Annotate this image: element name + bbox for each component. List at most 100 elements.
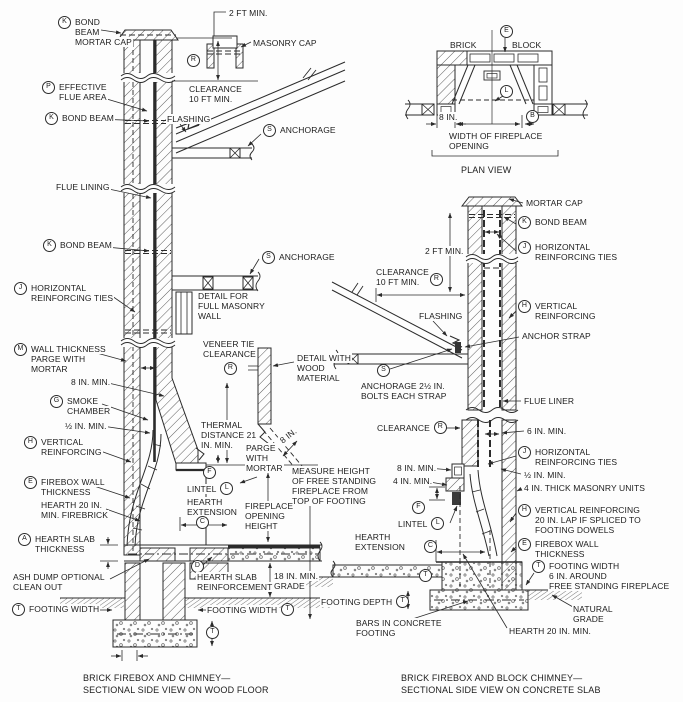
rv-2ft-min-label: 2 FT MIN.	[424, 246, 465, 256]
pv-block-text: BLOCK	[511, 40, 543, 50]
lv-hearth-20-in-text: HEARTH 20 IN.MIN. FIREBRICK	[40, 500, 110, 520]
keynote-a-badge: A	[18, 533, 31, 546]
left-view-breaks	[120, 73, 176, 348]
rv-half-in-min-label: ½ IN. MIN.	[523, 470, 567, 480]
rv-6-in-min-text: 6 IN. MIN.	[526, 426, 568, 436]
lv-footing-width-left-text: FOOTING WIDTH	[28, 604, 101, 614]
keynote-e-badge: E	[24, 476, 37, 489]
lv-18-in-min-grade-text: 18 IN. MIN.GRADE	[273, 571, 320, 591]
rv-4-in-min-label: 4 IN. MIN.	[392, 476, 434, 486]
keynote-s-badge: S	[262, 251, 275, 264]
pv-brick-text: BRICK	[449, 40, 478, 50]
lv-lintel-text: LINTEL	[186, 484, 218, 494]
keynote-c-badge: C	[424, 540, 437, 553]
rv-mortar-cap-text: MORTAR CAP	[525, 198, 584, 208]
keynote-h-badge: H	[518, 300, 531, 313]
keynote-h-badge: H	[518, 504, 531, 517]
rv-4-in-min-text: 4 IN. MIN.	[392, 476, 434, 486]
right-view-dimensions	[375, 212, 500, 610]
keynote-t-badge: T	[206, 626, 219, 639]
keynote-h-badge: H	[24, 436, 37, 449]
rv-flue-liner-label: FLUE LINER	[523, 396, 576, 406]
lv-8-in-min-text: 8 IN. MIN.	[70, 377, 112, 387]
keynote-l-badge: L	[431, 517, 445, 530]
lv-bond-beam-upper-text: BOND BEAM	[61, 113, 115, 123]
rv-4-in-thick-masonry-text: 4 IN. THICK MASONRY UNITS	[523, 483, 647, 493]
keynote-e-badge: E	[500, 25, 513, 38]
lv-bond-beam-mid-text: BOND BEAM	[59, 240, 113, 250]
lv-half-in-min-text: ½ IN. MIN.	[64, 421, 108, 431]
lv-8-in-min-label: 8 IN. MIN.	[70, 377, 112, 387]
keynote-t-badge: T	[281, 603, 295, 616]
rv-anchor-strap-label: ANCHOR STRAP	[521, 331, 592, 341]
keynote-l-badge: L	[220, 482, 234, 495]
keynote-t-badge: T	[396, 595, 410, 608]
keynote-r-badge: R	[433, 421, 447, 434]
keynote-t-badge: T	[419, 569, 432, 582]
rv-4-in-thick-masonry-label: 4 IN. THICK MASONRY UNITS	[523, 483, 647, 493]
keynote-j-badge: J	[518, 446, 531, 459]
rv-keynote-f-label: F	[412, 501, 425, 514]
lv-keynote-f-label: F	[203, 466, 216, 479]
keynote-k-badge: K	[518, 216, 531, 229]
rv-mortar-cap-label: MORTAR CAP	[525, 198, 584, 208]
keynote-f-badge: F	[412, 501, 425, 514]
rv-8-in-min-label: 8 IN. MIN.	[396, 463, 438, 473]
rv-hearth-20-in-min-label: HEARTH 20 IN. MIN.	[508, 626, 592, 636]
rv-keynote-s-label: S	[377, 364, 390, 377]
keynote-t-badge: T	[532, 560, 545, 573]
keynote-l-badge: L	[500, 85, 513, 98]
lv-flashing-label: FLASHING	[166, 114, 212, 124]
pv-keynote-b-label: B	[526, 110, 539, 123]
lv-half-in-min-label: ½ IN. MIN.	[64, 421, 108, 431]
keynote-j-badge: J	[518, 241, 531, 254]
keynote-j-badge: J	[14, 282, 27, 295]
keynote-e-badge: E	[518, 538, 531, 551]
lv-8-in-diagonal-text: 8 IN.	[277, 425, 300, 446]
rv-bond-beam-text: BOND BEAM	[534, 217, 588, 227]
lv-flue-lining-text: FLUE LINING	[55, 182, 111, 192]
keynote-t-badge: T	[12, 603, 25, 616]
rv-half-in-min-text: ½ IN. MIN.	[523, 470, 567, 480]
lv-18-in-min-grade-label: 18 IN. MIN.GRADE	[273, 571, 320, 591]
keynote-s-badge: S	[377, 364, 390, 377]
lv-footing-width-right-text: FOOTING WIDTH	[206, 605, 279, 615]
keynote-s-badge: S	[263, 124, 276, 137]
